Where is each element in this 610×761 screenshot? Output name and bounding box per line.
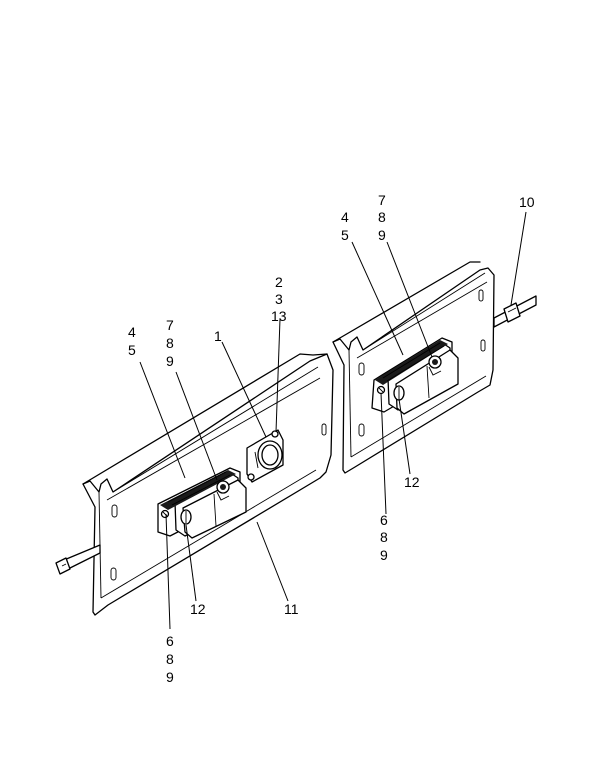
callout-cable-10: 10 xyxy=(519,194,535,210)
callout-left-lamp-9: 9 xyxy=(166,353,174,369)
callout-right-lamp-9: 9 xyxy=(378,227,386,243)
callout-connector-1: 1 xyxy=(214,328,222,344)
callout-right-lamp-12: 12 xyxy=(404,474,420,490)
callout-panel-11: 11 xyxy=(284,601,299,617)
callout-connector-2: 2 xyxy=(275,274,283,290)
right-cable-stub xyxy=(493,295,537,328)
callout-left-lamp-12: 12 xyxy=(190,601,206,617)
callout-connector-3: 3 xyxy=(275,291,283,307)
callout-left-lamp-5: 5 xyxy=(128,342,136,358)
leader-lines xyxy=(139,211,527,630)
callout-right-lamp-bottom-9: 9 xyxy=(380,547,388,563)
callout-right-lamp-8: 8 xyxy=(378,209,386,225)
callout-right-lamp-bottom-8: 8 xyxy=(380,529,388,545)
callout-left-lamp-bottom-9: 9 xyxy=(166,669,174,685)
callout-right-lamp-bottom-6: 6 xyxy=(380,512,388,528)
receptacle-connector xyxy=(246,429,284,483)
callout-right-lamp-7: 7 xyxy=(378,192,386,208)
callout-left-lamp-4: 4 xyxy=(128,324,136,340)
callout-left-lamp-bottom-6: 6 xyxy=(166,633,174,649)
callout-left-lamp-7: 7 xyxy=(166,317,174,333)
callout-right-lamp-4: 4 xyxy=(341,209,349,225)
left-cable-stub xyxy=(55,544,101,575)
callout-labels: 4 5 7 8 9 6 8 9 12 1 2 3 13 11 4 5 7 8 9… xyxy=(128,192,535,685)
callout-left-lamp-bottom-8: 8 xyxy=(166,651,174,667)
callout-right-lamp-5: 5 xyxy=(341,227,349,243)
callout-left-lamp-8: 8 xyxy=(166,335,174,351)
callout-connector-13: 13 xyxy=(271,308,287,324)
